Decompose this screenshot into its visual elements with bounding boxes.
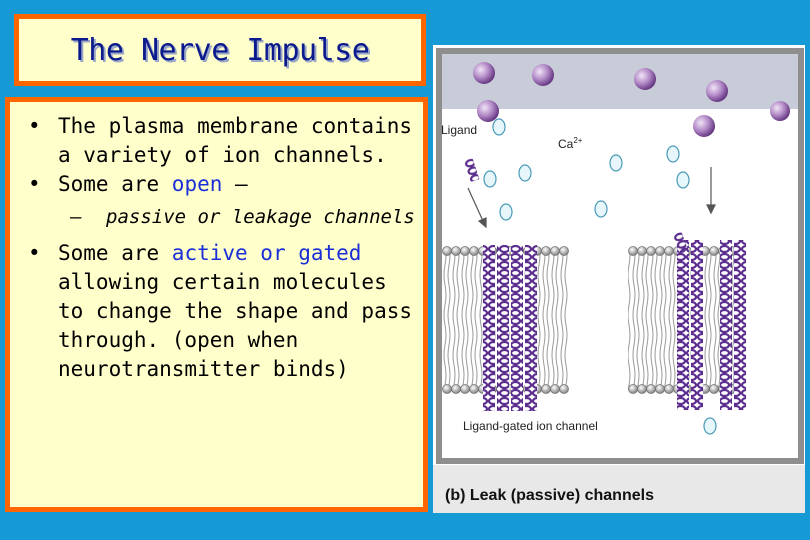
extracellular-band	[442, 54, 798, 109]
caption-band	[433, 465, 805, 513]
slide-title: The Nerve Impulse	[70, 32, 370, 68]
bullet-1-text: The plasma membrane contains a variety o…	[58, 114, 413, 167]
bullet-marker: •	[28, 114, 41, 138]
sub-bullet: – passive or leakage channels	[28, 205, 423, 229]
ion-spheres	[473, 62, 790, 137]
bullet-2-pre: Some are	[58, 172, 172, 196]
bullet-marker: •	[28, 241, 41, 265]
bullet-2-post: –	[222, 172, 248, 196]
gated-channel-caption: Ligand-gated ion channel	[463, 419, 598, 433]
panel-caption: (b) Leak (passive) channels	[445, 487, 654, 504]
sub-bullet-text: passive or leakage channels	[106, 206, 415, 228]
bullet-1: • The plasma membrane contains a variety…	[28, 112, 423, 170]
bullet-2: • Some are open –	[28, 170, 423, 199]
content-box: • The plasma membrane contains a variety…	[5, 97, 428, 512]
arrows	[467, 167, 716, 229]
diagram-svg: Ligand Ca2+	[433, 48, 805, 513]
calcium-ions	[483, 118, 717, 435]
open-channel-protein	[673, 231, 746, 410]
bullet-2-highlight: open	[171, 172, 223, 196]
bullet-3-pre: Some are	[58, 241, 172, 265]
ion-label: Ca2+	[558, 136, 583, 151]
title-box: The Nerve Impulse	[14, 14, 426, 86]
bullet-marker: •	[28, 172, 41, 196]
bullet-3-post: allowing certain molecules to change the…	[58, 270, 413, 381]
bullet-list: • The plasma membrane contains a variety…	[28, 112, 423, 384]
bullet-3-highlight: active or gated	[171, 241, 362, 265]
bullet-3: • Some are active or gated allowing cert…	[28, 239, 423, 384]
sub-marker: –	[70, 206, 82, 228]
closed-channel-protein	[483, 245, 537, 411]
ligand-label: Ligand	[441, 123, 477, 137]
ion-channel-diagram: Ligand Ca2+	[433, 45, 805, 513]
ligand-molecule	[464, 158, 480, 182]
